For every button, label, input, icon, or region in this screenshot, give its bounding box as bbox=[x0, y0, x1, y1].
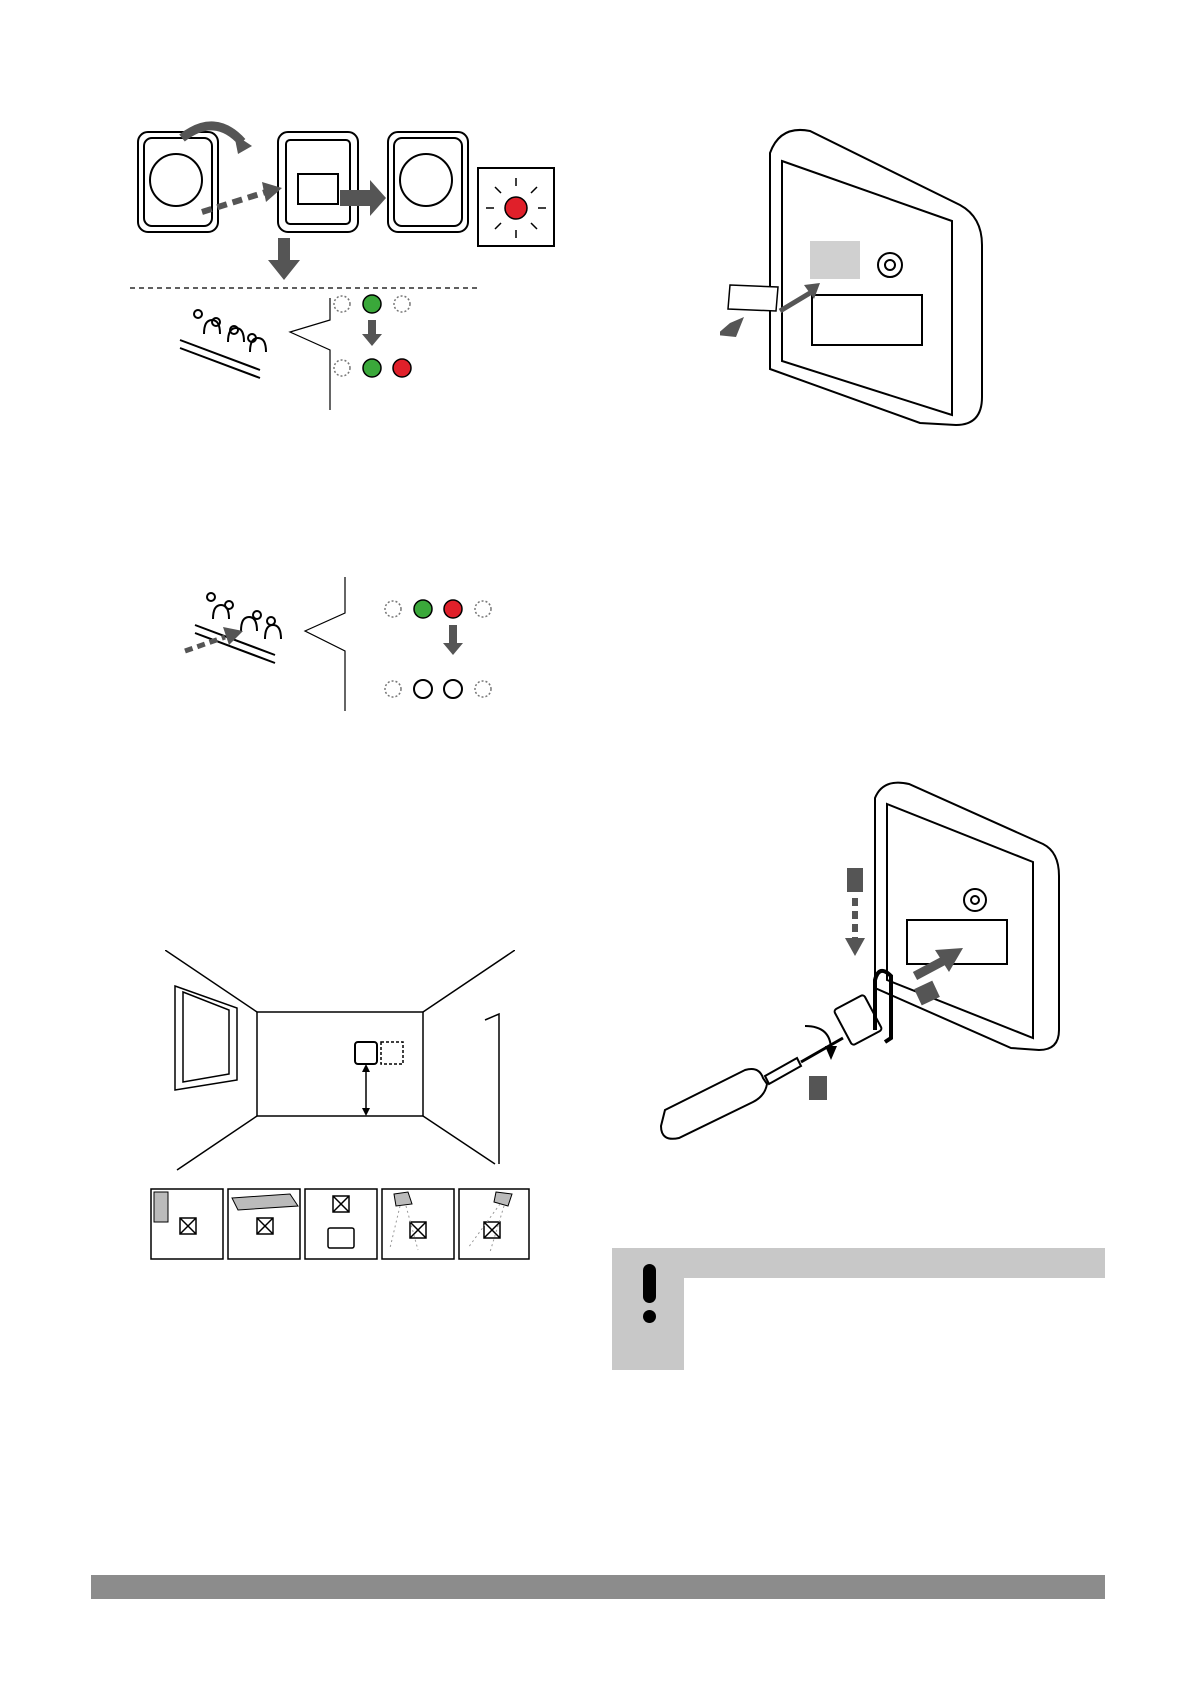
warning-exclamation-icon bbox=[643, 1264, 656, 1303]
warning-note bbox=[612, 1248, 1105, 1370]
window-icon bbox=[154, 1192, 168, 1222]
room-placement-figure bbox=[165, 950, 515, 1175]
warning-note-header bbox=[684, 1248, 1105, 1278]
sensor-wiring-figure bbox=[655, 780, 1065, 1145]
footer-bar bbox=[91, 1575, 1105, 1599]
green-led-indicator bbox=[363, 295, 381, 313]
warning-note-icon-panel bbox=[612, 1248, 684, 1370]
thermostat-registration-figure bbox=[130, 120, 570, 430]
red-led-indicator bbox=[505, 197, 527, 219]
placement-restrictions-figure bbox=[150, 1188, 530, 1260]
controller-channel-confirm-figure bbox=[175, 565, 515, 715]
thermostat-back-label-figure bbox=[720, 125, 990, 445]
